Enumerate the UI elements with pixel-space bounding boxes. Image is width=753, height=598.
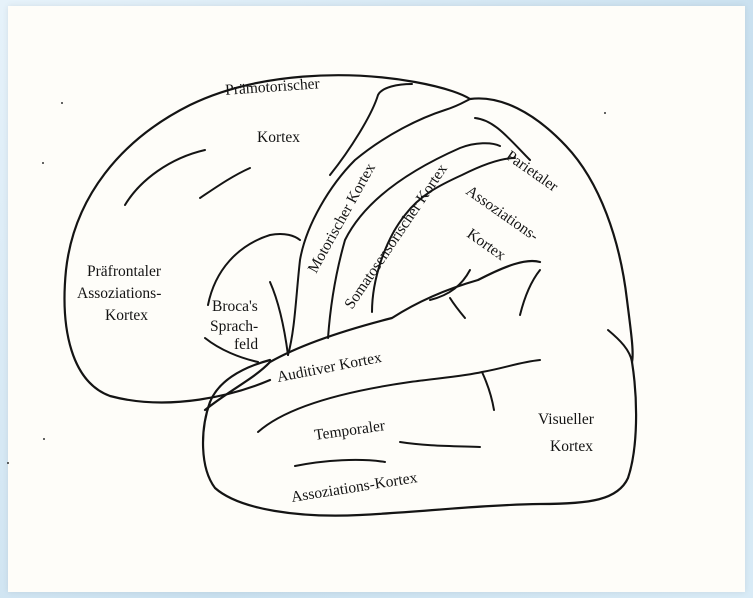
label-temporaler: Temporaler bbox=[313, 417, 387, 444]
sulcus-broca-vertical bbox=[270, 282, 288, 355]
label-praemotor-line1: Prämotorischer bbox=[225, 75, 321, 99]
sulcus-occipital-2 bbox=[608, 330, 632, 362]
sulcus-broca-upper bbox=[208, 234, 300, 305]
sulcus-angular-branch bbox=[450, 298, 465, 318]
label-visuell-kortex: Kortex bbox=[550, 438, 593, 455]
sulcus-middle-temporal bbox=[400, 442, 480, 447]
scan-speck bbox=[7, 462, 9, 464]
sulcus-occipital bbox=[520, 270, 540, 315]
label-broca: Broca's bbox=[212, 298, 258, 315]
label-temporal-assoziations-kortex: Assoziations-Kortex bbox=[290, 469, 419, 506]
scan-speck bbox=[61, 102, 63, 104]
label-praefrontal-assoziations: Assoziations- bbox=[77, 285, 161, 302]
sulcus-frontal-1 bbox=[125, 150, 205, 205]
label-praefrontal-kortex: Kortex bbox=[105, 307, 148, 324]
label-motorischer-kortex: Motorischer Kortex bbox=[305, 160, 379, 276]
label-sprach: Sprach- bbox=[210, 318, 258, 335]
label-auditiver-kortex: Auditiver Kortex bbox=[276, 349, 384, 386]
brain-outline-upper bbox=[65, 75, 633, 402]
label-parietaler: Parietaler bbox=[503, 147, 562, 195]
scan-speck bbox=[42, 162, 44, 164]
label-praefrontaler: Präfrontaler bbox=[87, 263, 162, 280]
label-parietal-kortex: Kortex bbox=[464, 225, 509, 264]
scan-speck bbox=[604, 112, 606, 114]
sulcus-frontal-2 bbox=[200, 168, 250, 198]
scan-speck bbox=[43, 438, 45, 440]
sulcus-central bbox=[288, 99, 470, 355]
label-feld: feld bbox=[234, 336, 258, 353]
sulcus-temporal-branch bbox=[482, 372, 494, 410]
sulcus-inferior-temporal bbox=[295, 460, 385, 466]
label-visueller: Visueller bbox=[538, 411, 595, 428]
label-praemotor-line2: Kortex bbox=[257, 129, 300, 146]
